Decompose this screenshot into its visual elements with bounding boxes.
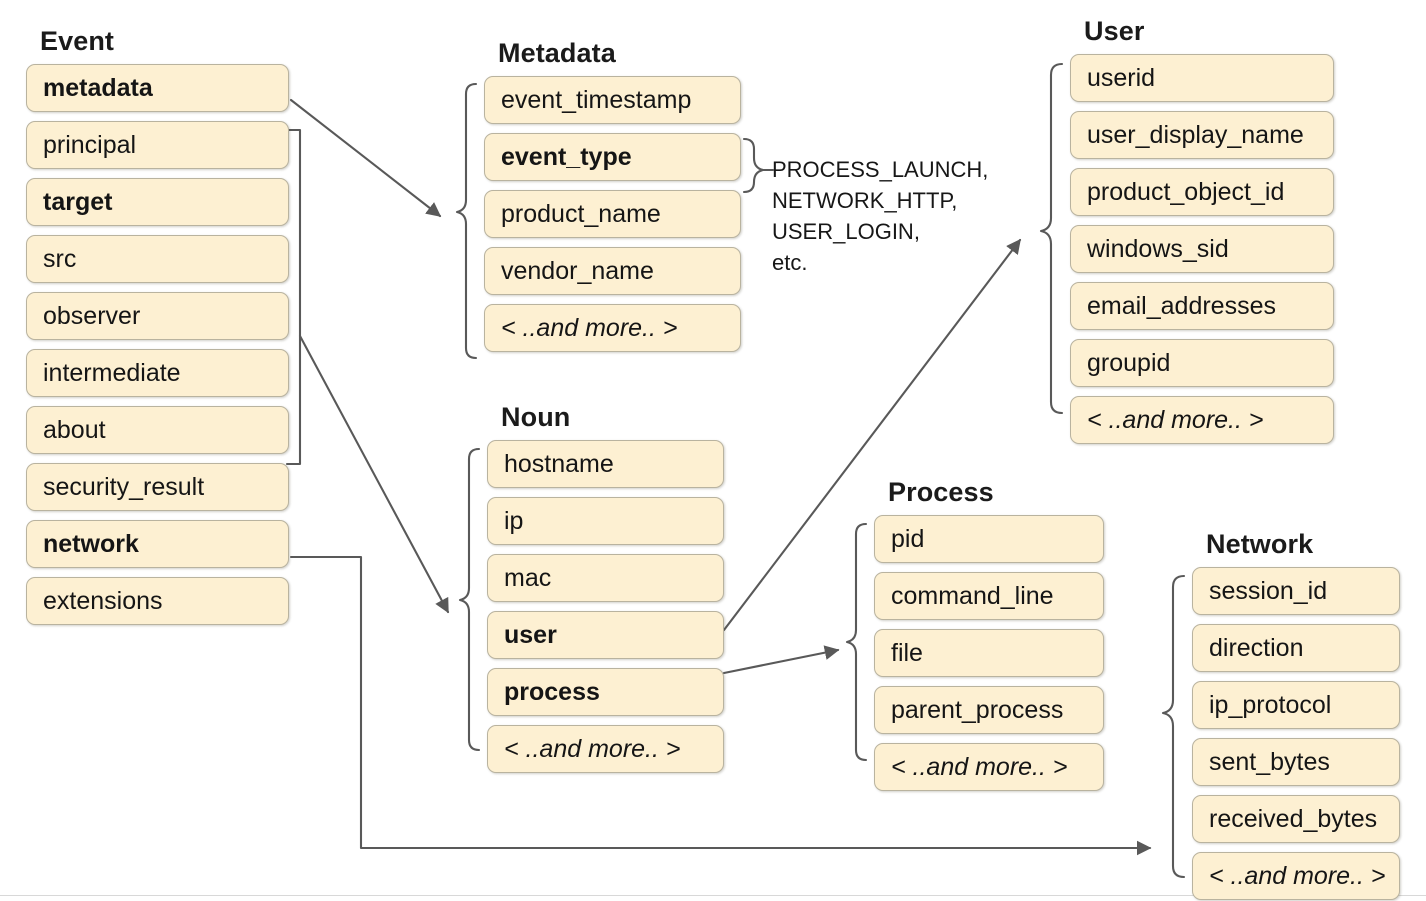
brace-metadata [455,82,478,360]
field-noun-process[interactable]: process [487,668,724,716]
field-network-received-bytes[interactable]: received_bytes [1192,795,1400,843]
field-metadata-event-timestamp[interactable]: event_timestamp [484,76,741,124]
brace-user [1039,62,1064,415]
field-event-security-result[interactable]: security_result [26,463,289,511]
connector-process [722,645,840,675]
brace-network [1161,574,1186,879]
field-metadata-and-more[interactable]: < ..and more.. > [484,304,741,352]
field-event-metadata[interactable]: metadata [26,64,289,112]
field-user-and-more[interactable]: < ..and more.. > [1070,396,1334,444]
group-event: Event metadata principal target src obse… [26,28,289,625]
brace-event-type-values [742,137,765,194]
field-list-event: metadata principal target src observer i… [26,64,289,625]
field-event-network[interactable]: network [26,520,289,568]
group-title-process: Process [888,477,994,507]
group-title-network: Network [1206,529,1314,559]
field-event-about[interactable]: about [26,406,289,454]
field-noun-mac[interactable]: mac [487,554,724,602]
field-network-direction[interactable]: direction [1192,624,1400,672]
field-user-product-object-id[interactable]: product_object_id [1070,168,1334,216]
annotation-event-type-values: PROCESS_LAUNCH, NETWORK_HTTP, USER_LOGIN… [772,157,989,275]
group-title-user: User [1084,16,1145,46]
field-event-src[interactable]: src [26,235,289,283]
field-noun-and-more[interactable]: < ..and more.. > [487,725,724,773]
field-user-groupid[interactable]: groupid [1070,339,1334,387]
field-list-metadata: event_timestamp event_type product_name … [484,76,741,352]
field-event-extensions[interactable]: extensions [26,577,289,625]
footer-divider [0,895,1426,896]
group-title-noun: Noun [501,402,571,432]
group-noun: Noun hostname ip mac user process < ..an… [487,404,724,773]
field-network-ip-protocol[interactable]: ip_protocol [1192,681,1400,729]
field-user-email-addresses[interactable]: email_addresses [1070,282,1334,330]
field-user-userid[interactable]: userid [1070,54,1334,102]
field-event-intermediate[interactable]: intermediate [26,349,289,397]
field-network-sent-bytes[interactable]: sent_bytes [1192,738,1400,786]
field-event-observer[interactable]: observer [26,292,289,340]
field-network-session-id[interactable]: session_id [1192,567,1400,615]
field-process-file[interactable]: file [874,629,1104,677]
group-network: Network session_id direction ip_protocol… [1192,531,1400,900]
field-user-user-display-name[interactable]: user_display_name [1070,111,1334,159]
connector-metadata [289,98,442,218]
field-event-principal[interactable]: principal [26,121,289,169]
field-metadata-event-type[interactable]: event_type [484,133,741,181]
field-list-network: session_id direction ip_protocol sent_by… [1192,567,1400,900]
group-process: Process pid command_line file parent_pro… [874,479,1104,791]
field-event-target[interactable]: target [26,178,289,226]
field-metadata-vendor-name[interactable]: vendor_name [484,247,741,295]
group-title-event: Event [40,26,115,56]
group-title-metadata: Metadata [498,38,616,68]
connector-noun [298,334,450,614]
brace-process [845,522,868,762]
field-process-pid[interactable]: pid [874,515,1104,563]
field-list-noun: hostname ip mac user process < ..and mor… [487,440,724,773]
field-user-windows-sid[interactable]: windows_sid [1070,225,1334,273]
brace-noun [458,447,481,752]
field-noun-hostname[interactable]: hostname [487,440,724,488]
group-user: User userid user_display_name product_ob… [1070,18,1334,444]
field-process-parent-process[interactable]: parent_process [874,686,1104,734]
field-list-user: userid user_display_name product_object_… [1070,54,1334,444]
field-noun-user[interactable]: user [487,611,724,659]
field-process-command-line[interactable]: command_line [874,572,1104,620]
field-list-process: pid command_line file parent_process < .… [874,515,1104,791]
field-network-and-more[interactable]: < ..and more.. > [1192,852,1400,900]
group-metadata: Metadata event_timestamp event_type prod… [484,40,741,352]
field-noun-ip[interactable]: ip [487,497,724,545]
field-metadata-product-name[interactable]: product_name [484,190,741,238]
field-process-and-more[interactable]: < ..and more.. > [874,743,1104,791]
